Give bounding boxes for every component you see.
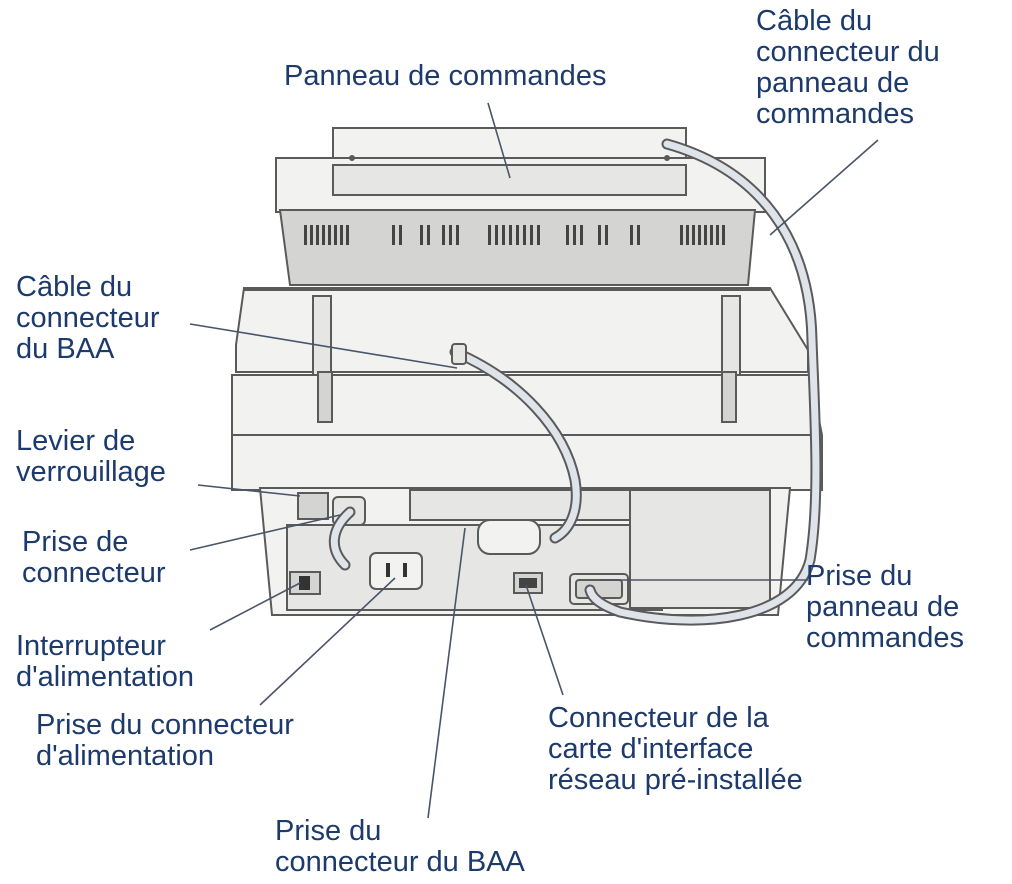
scanner-vents	[304, 225, 725, 245]
label-connector-socket: Prise de connecteur	[22, 527, 166, 589]
adf-cable-graphic	[449, 343, 582, 555]
label-adf-socket: Prise du connecteur du BAA	[275, 816, 525, 878]
leader-adf-cable	[189, 323, 458, 369]
label-line: Connecteur de la	[548, 702, 769, 734]
label-line: connecteur du BAA	[275, 846, 525, 878]
leader-lock-lever	[197, 484, 301, 497]
label-line: d'alimentation	[36, 740, 215, 772]
scanner-unit	[278, 209, 757, 286]
document-feeder	[235, 287, 809, 377]
label-line: Interrupteur	[16, 630, 166, 662]
label-line: verrouillage	[16, 456, 166, 488]
label-line: connecteur du	[756, 36, 940, 68]
power-switch-graphic	[289, 571, 321, 595]
label-line: Prise du	[275, 815, 382, 847]
label-line: carte d'interface	[548, 733, 754, 765]
label-line: Prise de	[22, 526, 129, 558]
leader-control-panel	[487, 102, 511, 179]
label-nic-connector: Connecteur de la carte d'interface résea…	[548, 703, 803, 796]
leader-power-socket	[259, 577, 396, 706]
control-panel-lid	[275, 127, 766, 213]
label-adf-cable: Câble du connecteur du BAA	[16, 272, 160, 365]
label-line: Câble du	[16, 271, 133, 303]
label-power-socket: Prise du connecteur d'alimentation	[36, 710, 294, 772]
label-line: connecteur	[22, 557, 166, 589]
label-power-switch: Interrupteur d'alimentation	[16, 631, 194, 693]
label-line: commandes	[756, 98, 914, 130]
leader-adf-socket	[427, 527, 466, 819]
label-line: connecteur	[16, 302, 160, 334]
printer-body	[231, 371, 823, 491]
label-line: panneau de	[756, 67, 910, 99]
leader-lines	[189, 102, 879, 819]
label-control-panel-text: Panneau de commandes	[284, 60, 607, 92]
control-panel-socket-graphic	[569, 573, 629, 605]
label-line: Levier de	[16, 425, 136, 457]
leader-control-panel-cable	[769, 139, 879, 236]
label-line: panneau de	[806, 591, 960, 623]
leader-power-switch	[209, 582, 301, 631]
label-line: commandes	[806, 622, 964, 654]
connector-cable-graphic	[328, 506, 356, 571]
label-control-panel-socket: Prise du panneau de commandes	[806, 561, 964, 654]
label-line: du BAA	[16, 333, 115, 365]
label-lock-lever: Levier de verrouillage	[16, 426, 166, 488]
label-control-panel: Panneau de commandes	[284, 61, 606, 92]
label-line: Prise du	[806, 560, 913, 592]
label-control-panel-cable: Câble du connecteur du panneau de comman…	[756, 6, 940, 130]
label-line: réseau pré-installée	[548, 764, 803, 796]
label-line: d'alimentation	[16, 661, 195, 693]
leader-connector-socket	[189, 514, 341, 551]
label-line: Prise du connecteur	[36, 709, 294, 741]
power-socket-graphic	[369, 552, 423, 590]
leader-nic-connector	[525, 584, 564, 696]
label-line: Câble du	[756, 5, 873, 37]
control-panel-cable-graphic	[584, 138, 822, 626]
